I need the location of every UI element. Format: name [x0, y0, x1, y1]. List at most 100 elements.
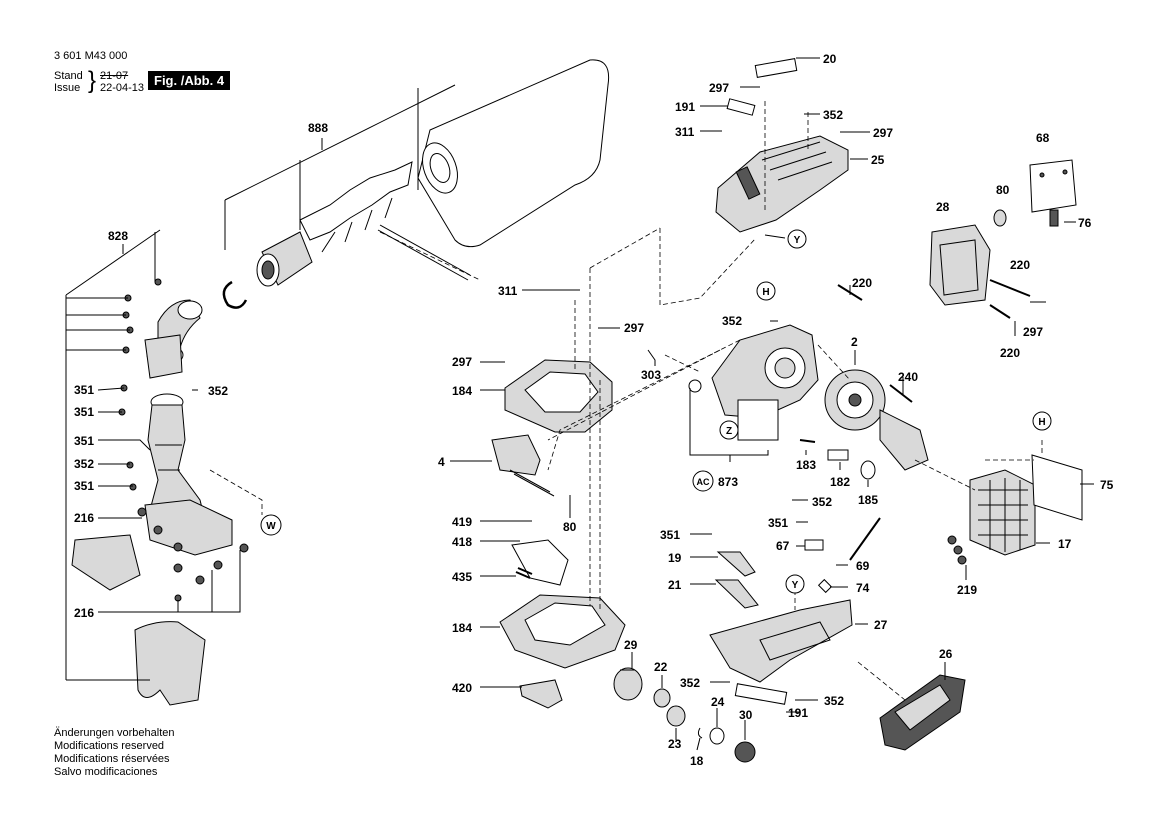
- part-label: 351: [74, 383, 94, 397]
- lever-29: [613, 667, 643, 701]
- part-label: 68: [1036, 131, 1050, 145]
- part-label: 2: [851, 335, 858, 349]
- part-label: 24: [711, 695, 725, 709]
- seal-strip-191: [726, 98, 756, 116]
- part-label: 23: [668, 737, 682, 751]
- doc-number: 3 601 M43 000: [54, 50, 128, 62]
- part-label: 191: [675, 100, 695, 114]
- circle-label: H: [1038, 417, 1045, 428]
- part-label: 303: [641, 368, 661, 382]
- footer-note: Salvo modificaciones: [54, 766, 158, 778]
- part-label: 418: [452, 535, 472, 549]
- part-label: 311: [498, 284, 518, 298]
- long-screws-right: [989, 279, 1031, 319]
- circle-label: AC: [697, 477, 710, 487]
- part-label: 220: [852, 276, 872, 290]
- part-label: 184: [452, 384, 472, 398]
- spring-183: [799, 439, 816, 443]
- retaining-ring: [222, 280, 248, 309]
- clamp-67: [804, 539, 824, 551]
- part-label: 351: [768, 516, 788, 530]
- lever-19: [716, 551, 756, 577]
- clip-18: [697, 727, 703, 739]
- part-label: 352: [812, 495, 832, 509]
- battery-cover-26: [879, 674, 966, 751]
- footer-note: Modifications réservées: [54, 753, 170, 765]
- part-label: 216: [74, 606, 94, 620]
- screws-219: [947, 535, 967, 565]
- part-label: 297: [873, 126, 893, 140]
- switch-housing: [929, 224, 991, 306]
- bearing-30: [734, 741, 756, 763]
- pad-74: [817, 578, 833, 594]
- part-label: 18: [690, 754, 704, 768]
- cover-75: [1031, 454, 1083, 521]
- knob-22: [653, 688, 671, 708]
- base-frame-top: [504, 359, 613, 433]
- stand-value: 21-07: [100, 70, 129, 82]
- dust-bag: [417, 59, 610, 248]
- part-label: 828: [108, 229, 128, 243]
- part-labels: 20 297 191 352 311 297 25 68 80 76 28 22…: [74, 52, 1114, 768]
- motor-2: [824, 369, 929, 471]
- part-label: 352: [680, 676, 700, 690]
- part-label: 27: [874, 618, 888, 632]
- figure-badge: Fig. /Abb. 4: [148, 71, 231, 90]
- part-label: 297: [709, 81, 729, 95]
- lever-21: [714, 579, 759, 609]
- elbow-adapter: [144, 299, 203, 379]
- bottom-cover-27: [709, 599, 853, 683]
- grille-17: [969, 469, 1036, 556]
- part-label: 297: [1023, 325, 1043, 339]
- bag-frame: [299, 161, 471, 281]
- part-label: 185: [858, 493, 878, 507]
- part-label: 17: [1058, 537, 1072, 551]
- cable-tie-69: [849, 517, 881, 561]
- part-label: 75: [1100, 478, 1114, 492]
- ring-24: [709, 727, 725, 745]
- part-label: 352: [208, 384, 228, 398]
- ref-circles: Y H Z AC W Y H: [260, 229, 1052, 594]
- leader-lines: [65, 57, 1094, 751]
- clip-420: [519, 679, 563, 709]
- part-label: 182: [830, 475, 850, 489]
- part-label: 435: [452, 570, 472, 584]
- issue-label: Issue: [54, 82, 81, 94]
- bag-adapter: [256, 231, 313, 287]
- part-label: 220: [1010, 258, 1030, 272]
- footer-note: Modifications reserved: [54, 740, 165, 752]
- circle-label: Y: [794, 235, 801, 246]
- part-label: 216: [74, 511, 94, 525]
- part-label: 888: [308, 121, 328, 135]
- issue-value: 22-04-13: [100, 82, 145, 94]
- part-label: 183: [796, 458, 816, 472]
- part-label: 74: [856, 581, 870, 595]
- connector-4: [491, 434, 555, 497]
- part-label: 76: [1078, 216, 1092, 230]
- screw-240: [889, 384, 913, 403]
- assembly-dashed-lines: [209, 100, 1043, 701]
- seal-strip-top: [754, 58, 798, 78]
- part-label: 80: [996, 183, 1010, 197]
- bearing-185: [860, 460, 876, 480]
- part-label: 28: [936, 200, 950, 214]
- part-label: 219: [957, 583, 977, 597]
- footer-note: Änderungen vorbehalten: [54, 727, 175, 739]
- seal-strip-191b: [734, 683, 788, 705]
- part-label: 873: [718, 475, 738, 489]
- part-label: 30: [739, 708, 753, 722]
- motor-housing: [711, 324, 819, 441]
- part-label: 19: [668, 551, 682, 565]
- part-label: 352: [823, 108, 843, 122]
- part-label: 191: [788, 706, 808, 720]
- part-label: 220: [1000, 346, 1020, 360]
- part-label: 184: [452, 621, 472, 635]
- duct-bracket: [71, 499, 233, 706]
- part-label: 311: [675, 125, 695, 139]
- circle-label: H: [762, 287, 769, 298]
- part-label: 20: [823, 52, 837, 66]
- part-label: 21: [668, 578, 682, 592]
- knob-23: [666, 705, 686, 727]
- brace: }: [88, 67, 97, 94]
